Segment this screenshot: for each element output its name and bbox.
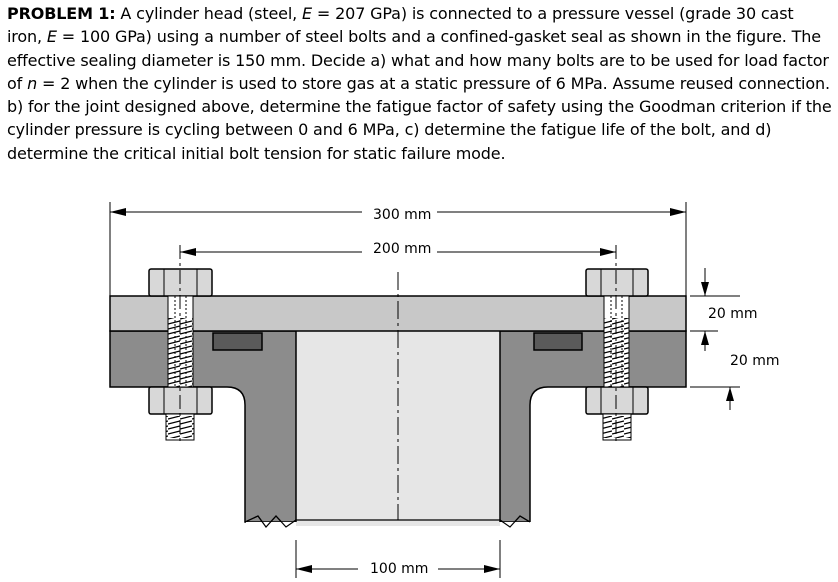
problem-statement: PROBLEM 1: A cylinder head (steel, E = 2…	[7, 2, 833, 165]
variable-n: n	[27, 73, 38, 93]
dim-overall-width: 300 mm	[373, 207, 431, 223]
dim-head-thickness: 20 mm	[708, 306, 758, 322]
dim-bore-diameter: 100 mm	[370, 561, 428, 577]
variable-e-cast-iron: E	[46, 27, 57, 47]
problem-text-2: = 207 GPa) is connected to a pressure ve…	[7, 4, 794, 47]
problem-text-3: = 100 GPa) using a number of steel bolts…	[7, 27, 829, 93]
gasket-left	[212, 332, 263, 351]
gasket-right	[533, 332, 583, 351]
problem-text-1: A cylinder head (steel,	[115, 4, 303, 23]
problem-label: PROBLEM 1:	[7, 4, 116, 23]
variable-e-steel: E	[302, 4, 312, 23]
dim-flange-thickness: 20 mm	[730, 353, 780, 369]
dim-bolt-circle: 200 mm	[373, 241, 431, 257]
problem-text-4: = 2 when the cylinder is used to store g…	[7, 73, 832, 163]
